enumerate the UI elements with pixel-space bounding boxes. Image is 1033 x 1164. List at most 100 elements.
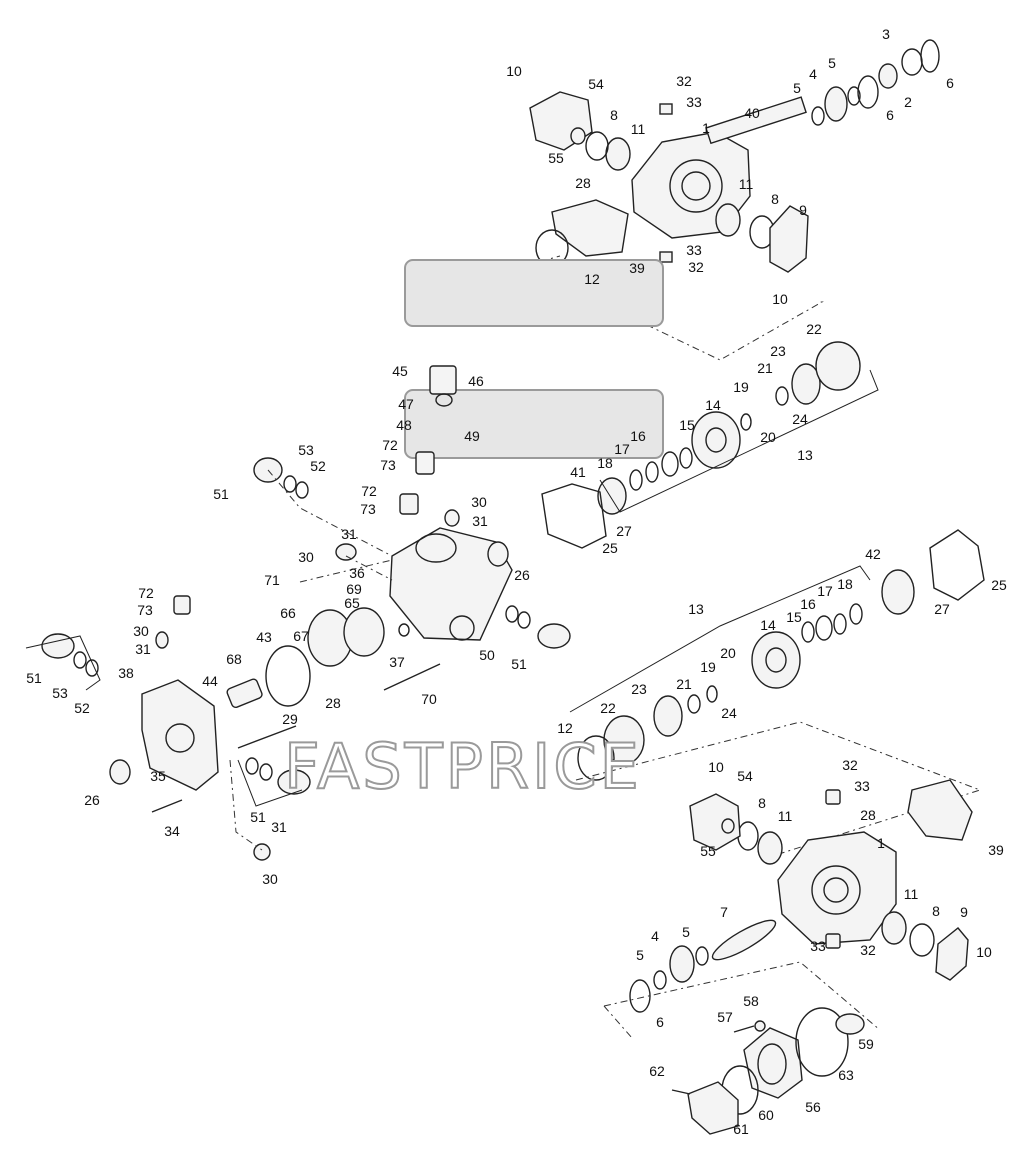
part-label-28: 28 bbox=[575, 175, 591, 191]
part-label-8: 8 bbox=[771, 191, 779, 207]
bearing-42 bbox=[881, 569, 915, 615]
part-label-73: 73 bbox=[137, 602, 153, 618]
part-label-33: 33 bbox=[854, 778, 870, 794]
part-label-43: 43 bbox=[256, 629, 272, 645]
part-label-10: 10 bbox=[976, 944, 992, 960]
part-label-1: 1 bbox=[702, 120, 710, 136]
part-label-9: 9 bbox=[960, 904, 968, 920]
part-label-18: 18 bbox=[597, 455, 613, 471]
part-label-9: 9 bbox=[799, 202, 807, 218]
watermark: FASTPRICE bbox=[284, 730, 642, 803]
part-label-30: 30 bbox=[262, 871, 278, 887]
part-label-54: 54 bbox=[588, 76, 604, 92]
part-label-14: 14 bbox=[760, 617, 776, 633]
part-label-28: 28 bbox=[325, 695, 341, 711]
part-label-6: 6 bbox=[656, 1014, 664, 1030]
part-label-29: 29 bbox=[282, 711, 298, 727]
retainer-23-lower bbox=[653, 695, 683, 737]
part-label-1: 1 bbox=[877, 835, 885, 851]
part-label-20: 20 bbox=[720, 645, 736, 661]
part-label-20: 20 bbox=[760, 429, 776, 445]
part-label-28: 28 bbox=[860, 807, 876, 823]
part-label-24: 24 bbox=[721, 705, 737, 721]
part-label-15: 15 bbox=[679, 417, 695, 433]
part-label-47: 47 bbox=[398, 396, 414, 412]
top-assembly bbox=[523, 39, 940, 361]
part-label-10: 10 bbox=[506, 63, 522, 79]
part-label-32: 32 bbox=[842, 757, 858, 773]
retainer-23 bbox=[791, 363, 821, 405]
end-cover-38 bbox=[141, 679, 219, 791]
part-label-27: 27 bbox=[616, 523, 632, 539]
part-label-65: 65 bbox=[344, 595, 360, 611]
part-label-8: 8 bbox=[610, 107, 618, 123]
part-label-19: 19 bbox=[700, 659, 716, 675]
part-label-22: 22 bbox=[806, 321, 822, 337]
part-label-72: 72 bbox=[138, 585, 154, 601]
gray-box-2 bbox=[404, 389, 664, 459]
part-label-42: 42 bbox=[865, 546, 881, 562]
part-label-57: 57 bbox=[717, 1009, 733, 1025]
part-label-30: 30 bbox=[298, 549, 314, 565]
part-label-4: 4 bbox=[651, 928, 659, 944]
part-label-27: 27 bbox=[934, 601, 950, 617]
part-label-14: 14 bbox=[705, 397, 721, 413]
part-label-15: 15 bbox=[786, 609, 802, 625]
part-label-34: 34 bbox=[164, 823, 180, 839]
part-label-38: 38 bbox=[118, 665, 134, 681]
gasket-25-lower bbox=[929, 529, 985, 601]
gray-box-1 bbox=[404, 259, 664, 327]
part-label-3: 3 bbox=[882, 26, 890, 42]
part-label-4: 4 bbox=[809, 66, 817, 82]
part-label-51: 51 bbox=[26, 670, 42, 686]
part-label-32: 32 bbox=[676, 73, 692, 89]
part-label-8: 8 bbox=[758, 795, 766, 811]
part-label-16: 16 bbox=[630, 428, 646, 444]
housing-lower bbox=[777, 831, 897, 945]
part-label-63: 63 bbox=[838, 1067, 854, 1083]
part-label-48: 48 bbox=[396, 417, 412, 433]
part-label-18: 18 bbox=[837, 576, 853, 592]
part-label-32: 32 bbox=[860, 942, 876, 958]
part-label-53: 53 bbox=[52, 685, 68, 701]
part-label-53: 53 bbox=[298, 442, 314, 458]
part-label-21: 21 bbox=[676, 676, 692, 692]
part-label-37: 37 bbox=[389, 654, 405, 670]
part-label-51: 51 bbox=[250, 809, 266, 825]
part-label-32: 32 bbox=[688, 259, 704, 275]
part-label-10: 10 bbox=[772, 291, 788, 307]
part-label-23: 23 bbox=[770, 343, 786, 359]
part-label-25: 25 bbox=[991, 577, 1007, 593]
part-label-31: 31 bbox=[341, 526, 357, 542]
part-label-39: 39 bbox=[629, 260, 645, 276]
part-label-40: 40 bbox=[744, 105, 760, 121]
part-label-11: 11 bbox=[739, 176, 754, 192]
part-label-31: 31 bbox=[135, 641, 151, 657]
gasket-25-upper bbox=[541, 483, 607, 549]
part-label-44: 44 bbox=[202, 673, 218, 689]
part-label-46: 46 bbox=[468, 373, 484, 389]
part-label-60: 60 bbox=[758, 1107, 774, 1123]
bearing-top-4 bbox=[824, 86, 848, 122]
part-label-58: 58 bbox=[743, 993, 759, 1009]
cover-plate-lower bbox=[689, 793, 741, 851]
part-label-11: 11 bbox=[904, 886, 919, 902]
part-label-61: 61 bbox=[733, 1121, 749, 1137]
part-label-62: 62 bbox=[649, 1063, 665, 1079]
part-label-55: 55 bbox=[700, 843, 716, 859]
part-label-54: 54 bbox=[737, 768, 753, 784]
part-label-8: 8 bbox=[932, 903, 940, 919]
swashplate-lower bbox=[907, 779, 973, 841]
part-label-67: 67 bbox=[293, 628, 309, 644]
part-label-66: 66 bbox=[280, 605, 296, 621]
adapter-56 bbox=[743, 1027, 803, 1099]
part-label-17: 17 bbox=[817, 583, 833, 599]
part-label-11: 11 bbox=[631, 121, 646, 137]
part-label-49: 49 bbox=[464, 428, 480, 444]
part-label-33: 33 bbox=[686, 94, 702, 110]
shaft-top bbox=[705, 96, 807, 145]
part-label-30: 30 bbox=[133, 623, 149, 639]
part-label-52: 52 bbox=[74, 700, 90, 716]
cylinder-block-14-lower bbox=[751, 631, 801, 689]
